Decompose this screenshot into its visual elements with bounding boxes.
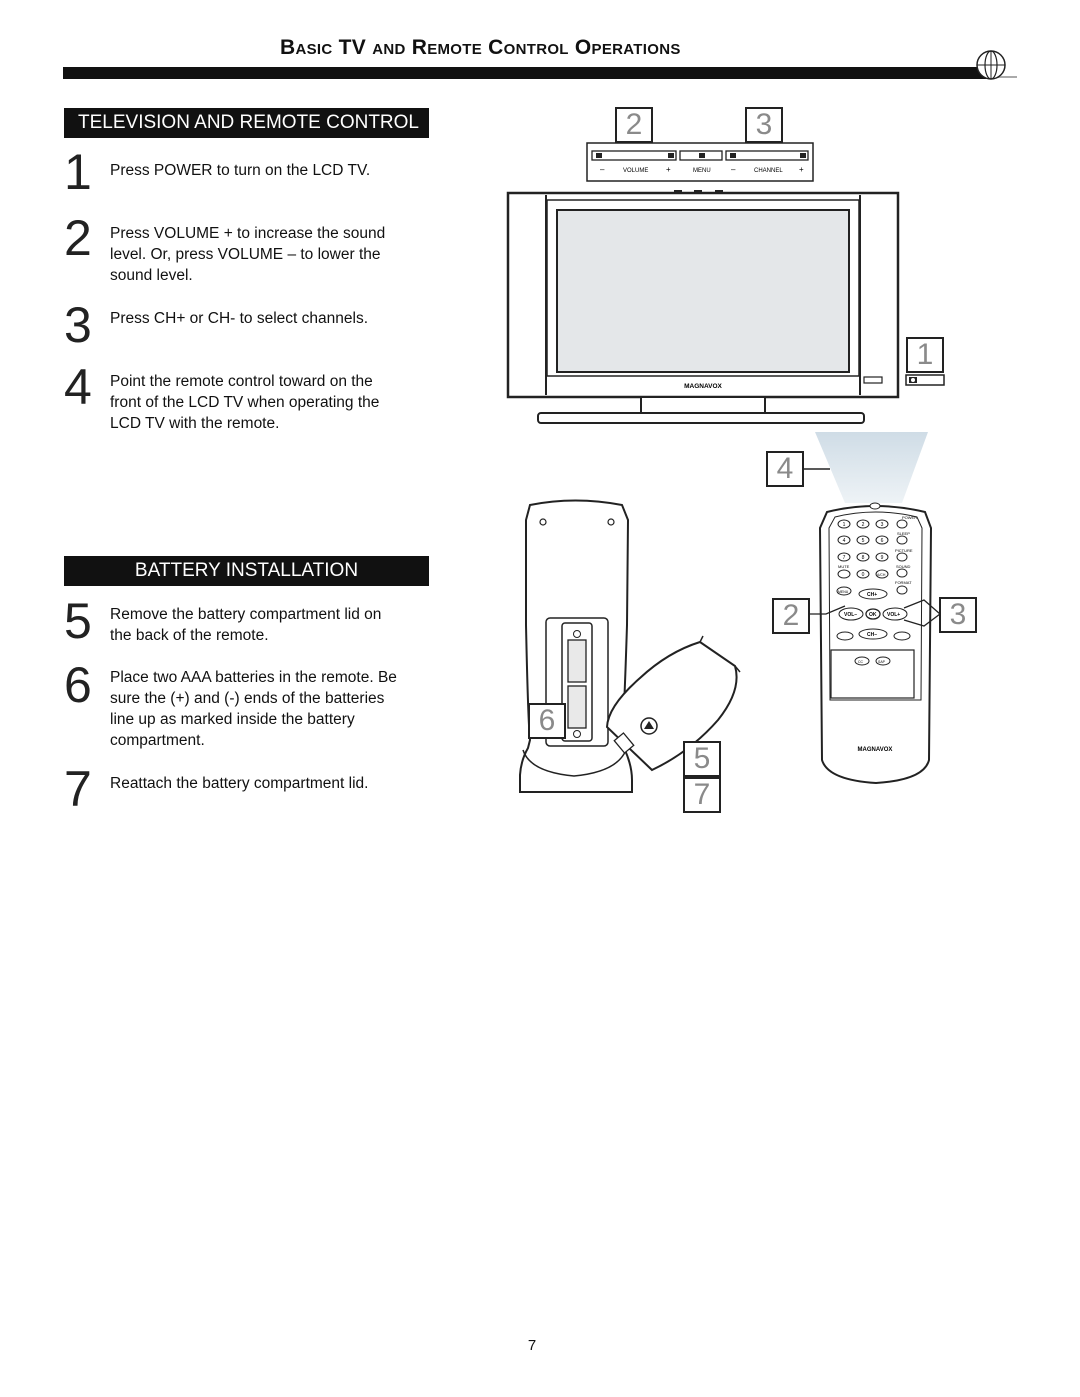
step-text: Press CH+ or CH- to select channels. [110, 310, 368, 327]
remote-digit-label: 3 [881, 522, 884, 528]
remote-ch-up-label: CH+ [867, 592, 877, 598]
remote-av-label: A/CH [877, 573, 886, 577]
lcd-tv: MAGNAVOX [506, 190, 900, 424]
remote-digit-label: 0 [862, 572, 865, 578]
remote-digit-button: 9 [875, 552, 889, 562]
remote-menu-label: MENU [838, 590, 849, 594]
remote-navigation-cluster: CH+ CH– VOL– VOL+ OK [836, 588, 911, 641]
remote-digit-button: 1 [837, 519, 851, 529]
remote-digit-label: 6 [881, 538, 884, 544]
remote-digit-label: 2 [862, 522, 865, 528]
remote-cc-label: CC [858, 660, 864, 664]
step-text: Point the remote control toward on the f… [110, 373, 380, 432]
remote-mute-label: MUTE [838, 564, 850, 569]
remote-digit-button: 8 [856, 552, 870, 562]
step-number: 3 [64, 297, 92, 353]
step-text: Reattach the battery compartment lid. [110, 775, 369, 792]
remote-digit-label: 9 [881, 555, 884, 561]
step-number: 2 [64, 210, 92, 266]
power-button-icon [905, 374, 945, 386]
remote-number-pad: 1 2 3 4 5 6 7 8 9 0 [837, 519, 889, 579]
step-number: 7 [64, 761, 92, 817]
remote-sap-label: SAP [878, 660, 886, 664]
remote-brand-logo: MAGNAVOX [858, 747, 893, 753]
step-text: Press POWER to turn on the LCD TV. [110, 162, 371, 179]
callout-3-remote: 3 [939, 597, 977, 633]
step-number: 4 [64, 359, 92, 415]
page-header-title: Basic TV and Remote Control Operations [280, 36, 681, 59]
remote-digit-button: 3 [875, 519, 889, 529]
remote-ch-down-label: CH– [867, 632, 877, 638]
callout-2-top: 2 [615, 107, 653, 143]
channel-label: CHANNEL [754, 168, 783, 174]
callout-6-batteries: 6 [528, 703, 566, 739]
volume-label: VOLUME [623, 168, 648, 174]
callout-7-reattach-lid: 7 [683, 777, 721, 813]
remote-digit-button: 4 [837, 535, 851, 545]
remote-digit-button: 7 [837, 552, 851, 562]
tv-brand-logo: MAGNAVOX [684, 383, 722, 390]
channel-minus-label: – [731, 165, 736, 174]
remote-digit-button: 5 [856, 535, 870, 545]
step-number: 5 [64, 593, 92, 649]
remote-sleep-label: SLEEP [897, 531, 910, 536]
section-title-battery: BATTERY INSTALLATION [64, 556, 429, 586]
callout-5-remove-lid: 5 [683, 741, 721, 777]
step-text: Place two AAA batteries in the remote. B… [110, 669, 397, 749]
remote-format-label: FORMAT [895, 580, 912, 585]
callout-3-top: 3 [745, 107, 783, 143]
step-text: Press VOLUME + to increase the sound lev… [110, 225, 386, 284]
channel-plus-label: + [799, 165, 804, 174]
remote-back [519, 499, 633, 793]
remote-digit-label: 8 [862, 555, 865, 561]
remote-vol-up-label: VOL+ [887, 612, 900, 618]
header-rule [63, 67, 991, 79]
step-number: 6 [64, 657, 92, 713]
page-number: 7 [527, 1337, 537, 1354]
callout-4-remote-aim: 4 [766, 451, 804, 487]
volume-minus-label: – [600, 165, 605, 174]
remote-digit-label: 1 [843, 522, 846, 528]
remote-sound-label: SOUND [896, 564, 911, 569]
remote-digit-label: 5 [862, 538, 865, 544]
menu-label: MENU [693, 168, 711, 174]
step-number: 1 [64, 144, 92, 200]
remote-signal-beam [815, 432, 928, 503]
callout-1-power: 1 [906, 337, 944, 373]
tv-top-control-panel: – VOLUME + MENU – CHANNEL + [586, 142, 814, 182]
remote-picture-label: PICTURE [895, 548, 913, 553]
remote-digit-button: 6 [875, 535, 889, 545]
volume-plus-label: + [666, 165, 671, 174]
remote-ok-label: OK [869, 612, 877, 618]
battery-compartment-lid [605, 635, 741, 772]
step-text: Remove the battery compartment lid on th… [110, 606, 382, 644]
remote-side-buttons: MENU A/CH [836, 535, 908, 596]
remote-vol-down-label: VOL– [844, 612, 857, 618]
remote-digit-label: 7 [843, 555, 846, 561]
remote-digit-button: 0 [856, 569, 870, 579]
remote-digit-button: 2 [856, 519, 870, 529]
remote-front: POWER SLEEP PICTURE SOUND FORMAT MUTE 1 2… [818, 502, 933, 785]
remote-digit-label: 4 [843, 538, 846, 544]
callout-2-remote: 2 [772, 598, 810, 634]
section-title-tv-remote: TELEVISION AND REMOTE CONTROL [64, 108, 429, 138]
remote-power-label: POWER [902, 515, 917, 520]
